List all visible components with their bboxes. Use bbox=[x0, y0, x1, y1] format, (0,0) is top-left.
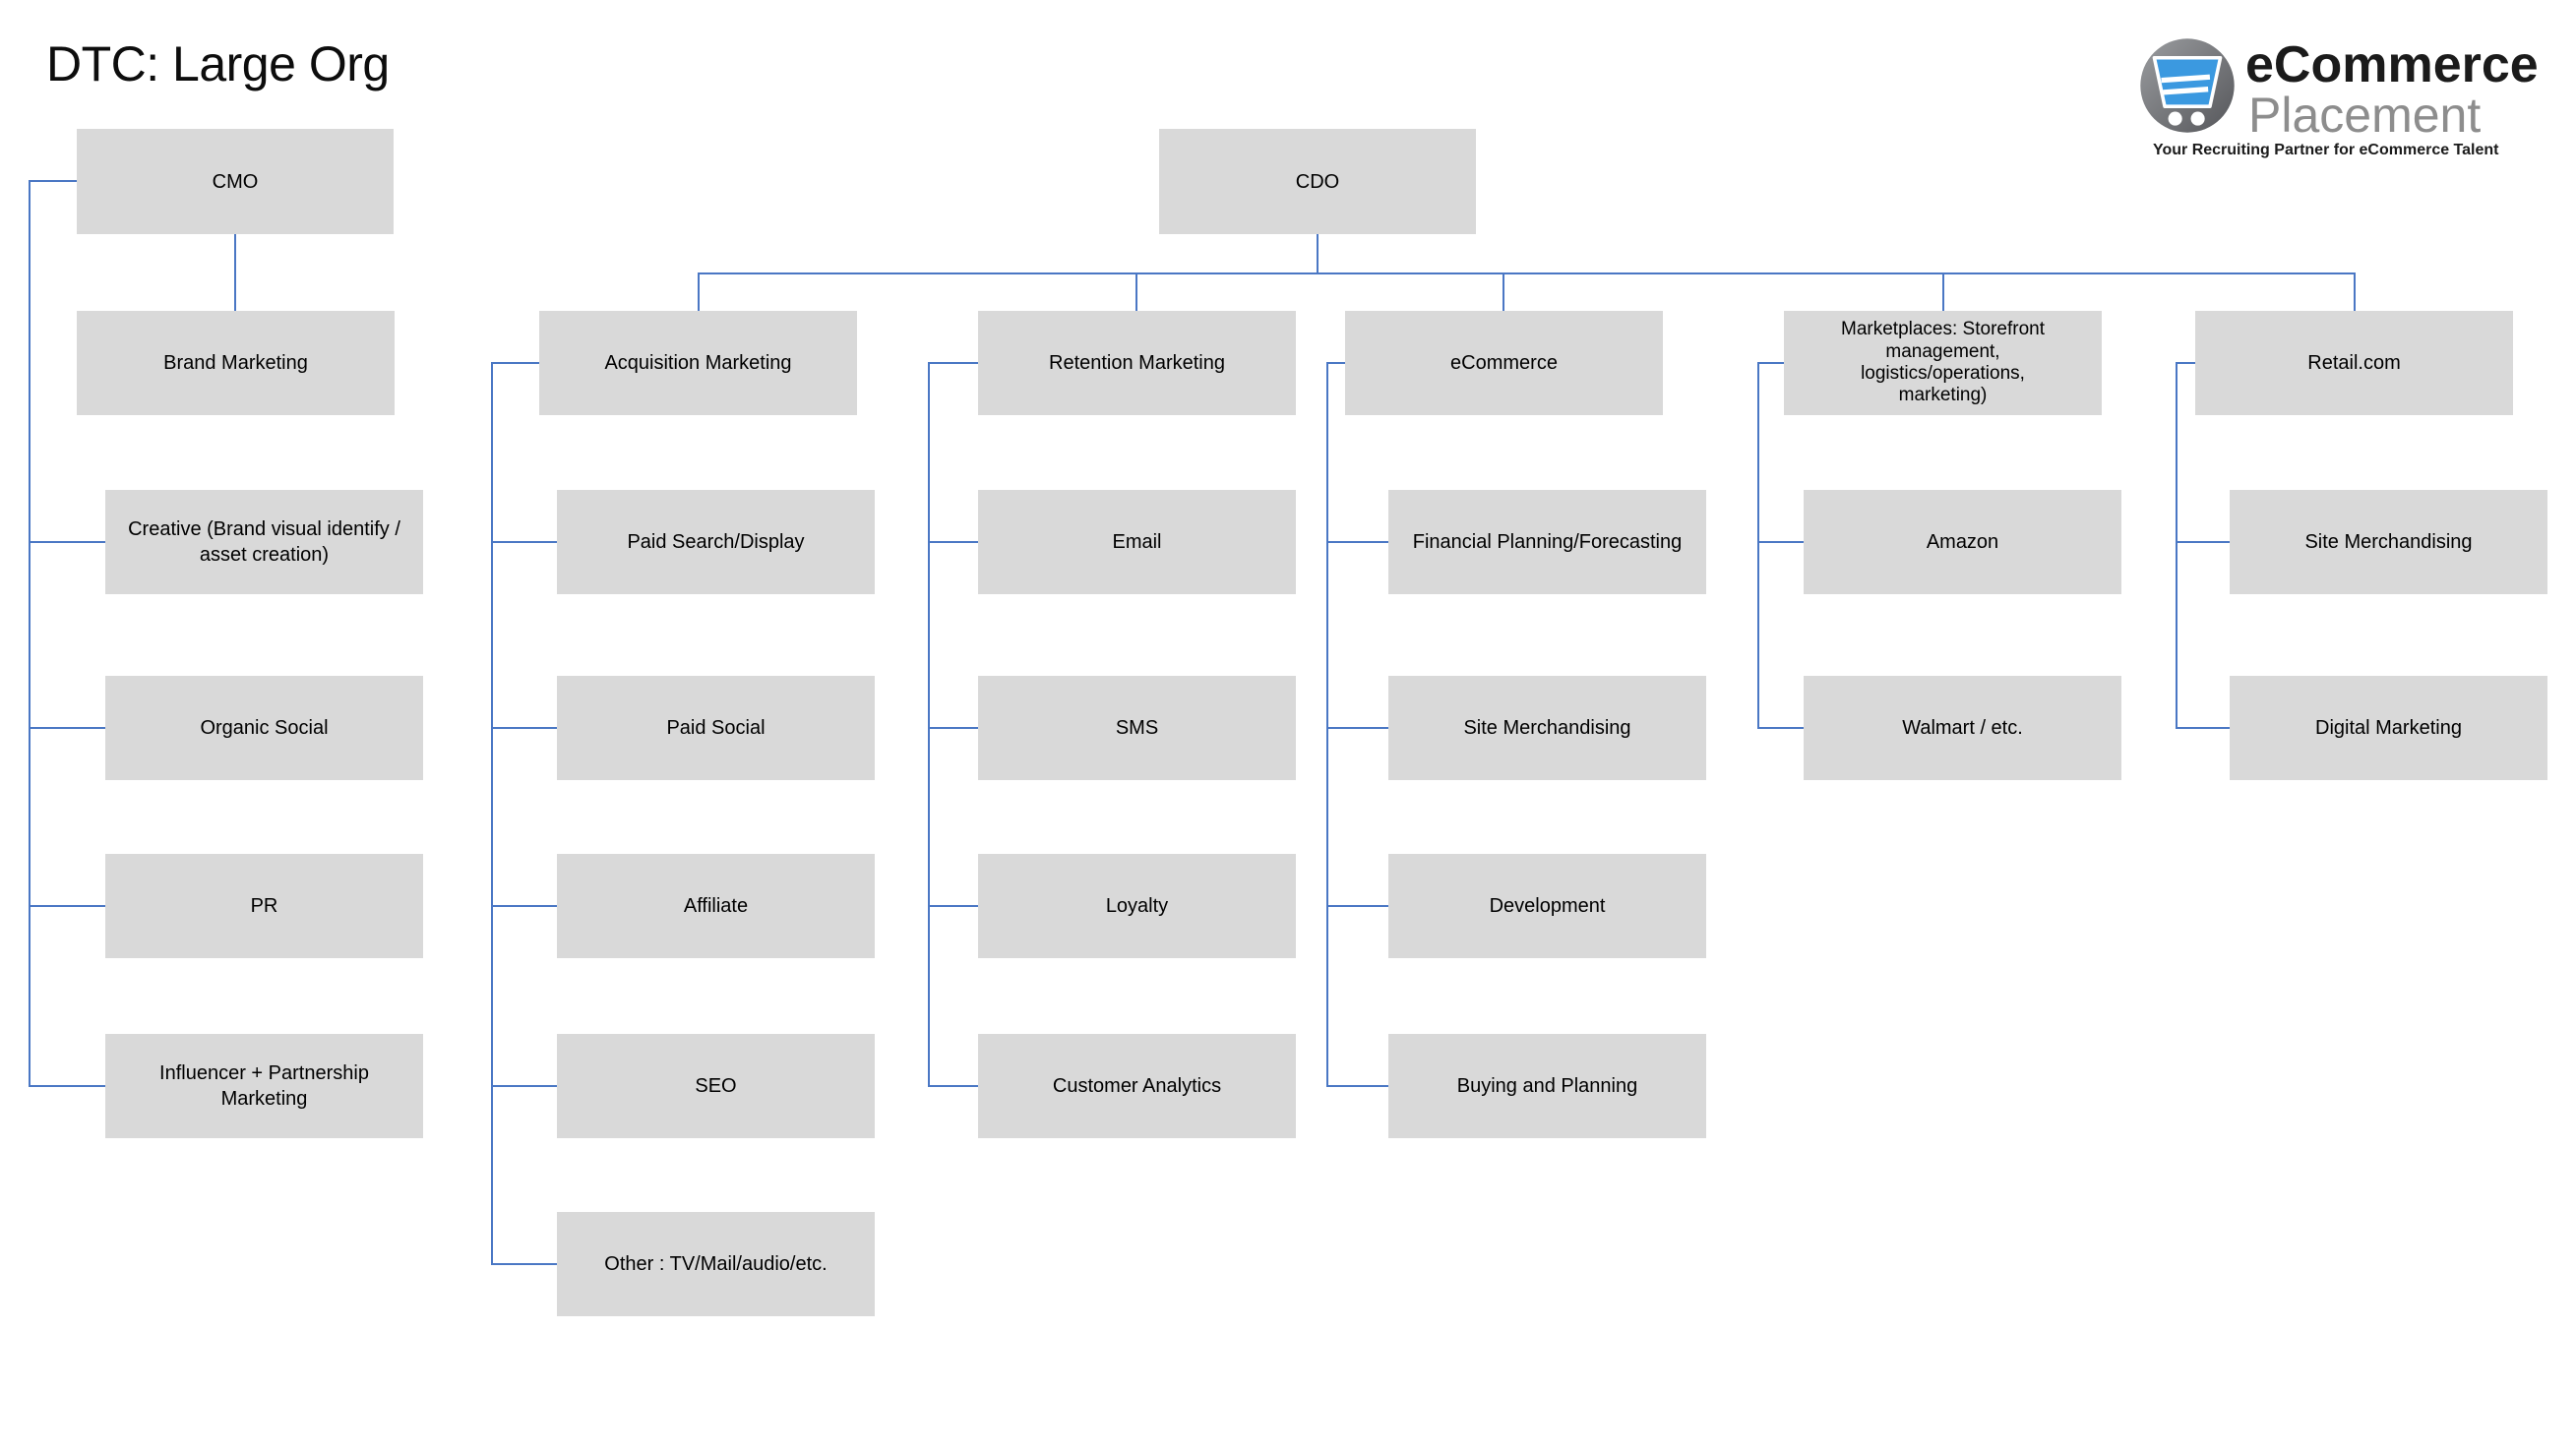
connector-line bbox=[1326, 541, 1388, 543]
logo-tagline: Your Recruiting Partner for eCommerce Ta… bbox=[2153, 142, 2499, 158]
org-node-acquisition-marketing: Acquisition Marketing bbox=[539, 311, 857, 415]
org-node-cdo: CDO bbox=[1159, 129, 1476, 234]
connector-line bbox=[2176, 727, 2230, 729]
connector-line bbox=[1757, 362, 1784, 364]
org-node-site-merchandising-retail: Site Merchandising bbox=[2230, 490, 2547, 594]
connector-line bbox=[491, 541, 557, 543]
org-node-ecommerce: eCommerce bbox=[1345, 311, 1663, 415]
connector-line bbox=[491, 362, 493, 1265]
connector-line bbox=[928, 362, 978, 364]
connector-line bbox=[1326, 905, 1388, 907]
org-node-sms: SMS bbox=[978, 676, 1296, 780]
connector-line bbox=[2176, 541, 2230, 543]
org-node-paid-social: Paid Social bbox=[557, 676, 875, 780]
connector-line bbox=[928, 541, 978, 543]
org-node-site-merchandising-ecom: Site Merchandising bbox=[1388, 676, 1706, 780]
connector-line bbox=[491, 1263, 557, 1265]
connector-line bbox=[1326, 1085, 1388, 1087]
connector-line bbox=[1503, 272, 1504, 311]
connector-line bbox=[491, 727, 557, 729]
org-node-affiliate: Affiliate bbox=[557, 854, 875, 958]
org-node-retail-com: Retail.com bbox=[2195, 311, 2513, 415]
connector-line bbox=[1942, 272, 1944, 311]
connector-line bbox=[1326, 362, 1328, 1086]
connector-line bbox=[29, 181, 31, 1086]
connector-line bbox=[2176, 362, 2195, 364]
logo-brand-bottom: Placement bbox=[2248, 88, 2482, 143]
page-title: DTC: Large Org bbox=[46, 36, 390, 91]
org-node-amazon: Amazon bbox=[1804, 490, 2121, 594]
connector-line bbox=[1326, 362, 1345, 364]
connector-line bbox=[1326, 727, 1388, 729]
org-node-digital-marketing: Digital Marketing bbox=[2230, 676, 2547, 780]
org-node-customer-analytics: Customer Analytics bbox=[978, 1034, 1296, 1138]
connector-line bbox=[491, 905, 557, 907]
connector-line bbox=[698, 272, 700, 311]
org-node-email: Email bbox=[978, 490, 1296, 594]
connector-line bbox=[1757, 362, 1759, 729]
org-node-walmart: Walmart / etc. bbox=[1804, 676, 2121, 780]
org-node-other-channels: Other : TV/Mail/audio/etc. bbox=[557, 1212, 875, 1316]
org-node-cmo: CMO bbox=[77, 129, 394, 234]
org-node-financial-planning: Financial Planning/Forecasting bbox=[1388, 490, 1706, 594]
connector-line bbox=[1135, 272, 1137, 311]
connector-line bbox=[2176, 362, 2177, 729]
connector-line bbox=[491, 362, 539, 364]
connector-line bbox=[928, 362, 930, 1086]
connector-line bbox=[928, 905, 978, 907]
connector-line bbox=[491, 1085, 557, 1087]
org-node-buying-planning: Buying and Planning bbox=[1388, 1034, 1706, 1138]
connector-line bbox=[29, 727, 105, 729]
shopping-cart-icon bbox=[2140, 38, 2235, 133]
org-node-loyalty: Loyalty bbox=[978, 854, 1296, 958]
org-node-marketplaces: Marketplaces: Storefront management, log… bbox=[1784, 311, 2102, 415]
connector-line bbox=[29, 541, 105, 543]
connector-line bbox=[29, 905, 105, 907]
org-node-seo: SEO bbox=[557, 1034, 875, 1138]
connector-line bbox=[1317, 234, 1319, 273]
org-node-pr: PR bbox=[105, 854, 423, 958]
org-node-retention-marketing: Retention Marketing bbox=[978, 311, 1296, 415]
org-node-influencer-partnership: Influencer + Partnership Marketing bbox=[105, 1034, 423, 1138]
org-node-brand-marketing: Brand Marketing bbox=[77, 311, 395, 415]
connector-line bbox=[928, 727, 978, 729]
connector-line bbox=[1757, 541, 1804, 543]
connector-line bbox=[699, 272, 2356, 274]
company-logo: eCommerce Placement Your Recruiting Part… bbox=[2135, 30, 2558, 172]
org-node-development: Development bbox=[1388, 854, 1706, 958]
connector-line bbox=[29, 1085, 105, 1087]
connector-line bbox=[234, 234, 236, 311]
connector-line bbox=[2354, 272, 2356, 311]
logo-brand-top: eCommerce bbox=[2245, 36, 2539, 93]
org-node-organic-social: Organic Social bbox=[105, 676, 423, 780]
connector-line bbox=[29, 180, 77, 182]
connector-line bbox=[1757, 727, 1804, 729]
org-node-paid-search-display: Paid Search/Display bbox=[557, 490, 875, 594]
connector-line bbox=[928, 1085, 978, 1087]
org-node-creative: Creative (Brand visual identify / asset … bbox=[105, 490, 423, 594]
